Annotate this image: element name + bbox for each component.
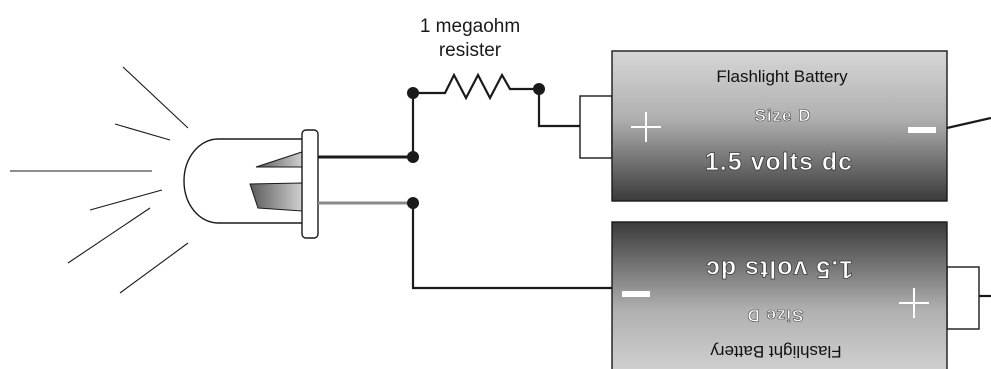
battery-bottom: Flashlight Battery Size D 1.5 volts dc	[611, 221, 980, 369]
battery-bottom-voltage: 1.5 volts dc	[705, 255, 853, 283]
light-ray	[119, 242, 189, 294]
battery-bottom-title: Flashlight Battery	[710, 342, 842, 361]
wire-resistor-to-battery-top	[517, 87, 591, 128]
wire-led-to-battery-bottom	[411, 203, 612, 290]
battery-top-positive-terminal	[579, 95, 613, 159]
resistor-label-line2: resister	[439, 40, 502, 61]
junction-dots	[407, 83, 597, 209]
wire-led-to-resistor	[411, 91, 435, 157]
junction-dot	[407, 151, 419, 163]
battery-top-plus-icon	[631, 112, 661, 142]
battery-top-body	[611, 50, 948, 202]
battery-bottom-plus-icon	[899, 288, 929, 318]
led	[183, 129, 413, 239]
battery-top-size: Size D	[754, 106, 811, 125]
light-ray	[114, 123, 171, 141]
battery-bottom-size: Size D	[746, 306, 803, 325]
battery-bottom-minus-icon	[622, 291, 650, 297]
light-ray	[89, 189, 163, 211]
battery-bottom-positive-terminal	[946, 266, 980, 330]
light-ray	[122, 66, 189, 129]
led-flange	[301, 129, 319, 239]
led-cathode-lead	[249, 182, 303, 212]
led-dome	[183, 138, 302, 224]
battery-top-title: Flashlight Battery	[716, 67, 848, 86]
wire-battery-top-negative	[946, 116, 991, 130]
battery-top-minus-icon	[908, 127, 936, 133]
light-rays	[10, 66, 189, 294]
battery-bottom-body	[611, 221, 948, 369]
resistor-label-line1: 1 megaohm	[420, 16, 520, 37]
wires	[411, 87, 991, 298]
battery-top-voltage: 1.5 volts dc	[705, 148, 853, 176]
resistor-zigzag	[435, 72, 517, 101]
junction-dot	[533, 83, 545, 95]
light-ray	[67, 207, 151, 264]
junction-dot	[407, 87, 419, 99]
junction-dot	[407, 197, 419, 209]
battery-top: Flashlight Battery Size D 1.5 volts dc	[579, 50, 948, 202]
